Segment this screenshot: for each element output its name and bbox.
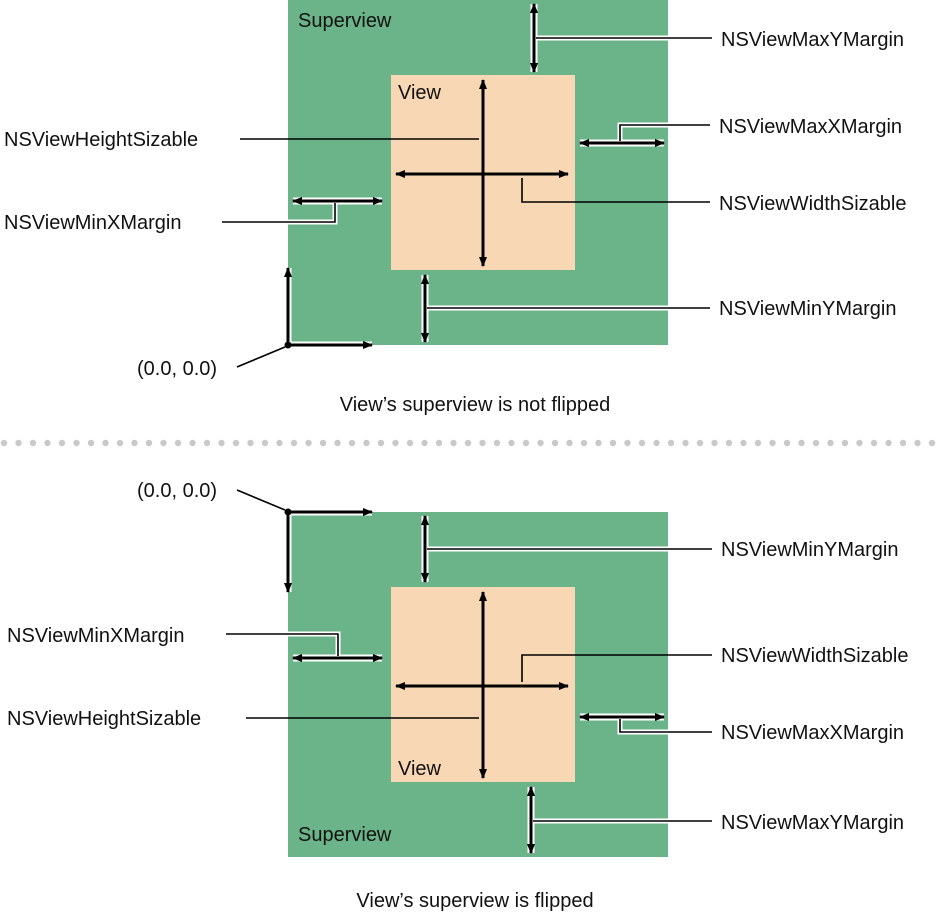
dotted-separator	[0, 439, 936, 447]
bottom-width-sizable-leader	[521, 654, 712, 682]
separator-dot	[827, 439, 834, 447]
bottom-max-x-margin-label: NSViewMaxXMargin	[721, 722, 904, 744]
separator-dot	[711, 439, 718, 447]
top-view-label: View	[398, 82, 442, 104]
bottom-origin-label: (0.0, 0.0)	[137, 480, 217, 502]
separator-dot	[696, 439, 704, 447]
bottom-caption: View’s superview is flipped	[356, 890, 593, 912]
separator-dot	[58, 439, 66, 447]
top-width-sizable-leader	[521, 178, 710, 203]
top-min-y-margin-label: NSViewMinYMargin	[719, 298, 896, 320]
top-max-y-margin-label: NSViewMaxYMargin	[721, 29, 904, 51]
top-height-sizable-label: NSViewHeightSizable	[4, 129, 198, 151]
separator-dot	[682, 439, 689, 447]
separator-dot	[334, 439, 341, 447]
separator-dot	[450, 439, 457, 447]
separator-dot	[899, 439, 907, 447]
separator-dot	[667, 439, 675, 447]
separator-dot	[725, 439, 733, 447]
separator-dot	[319, 439, 327, 447]
separator-dot	[421, 439, 428, 447]
top-superview-label: Superview	[298, 10, 392, 32]
separator-dot	[638, 439, 646, 447]
top-panel: Superview View NSViewMaxYMargin NSViewMa…	[4, 0, 907, 416]
bottom-height-sizable-label: NSViewHeightSizable	[7, 708, 201, 730]
separator-dot	[493, 439, 501, 447]
separator-dot	[609, 439, 617, 447]
bottom-min-x-margin-leader	[226, 633, 339, 656]
separator-dot	[595, 439, 602, 447]
top-max-x-margin-leader	[619, 124, 710, 141]
separator-dot	[769, 439, 776, 447]
separator-dot	[348, 439, 356, 447]
bottom-min-x-margin-label: NSViewMinXMargin	[7, 625, 184, 647]
separator-dot	[247, 439, 254, 447]
separator-dot	[363, 439, 370, 447]
top-min-x-margin-label: NSViewMinXMargin	[4, 212, 181, 234]
separator-dot	[798, 439, 805, 447]
bottom-max-x-margin-leader	[619, 719, 712, 733]
separator-dot	[435, 439, 443, 447]
bottom-max-y-margin-label: NSViewMaxYMargin	[721, 812, 904, 834]
separator-dot	[653, 439, 660, 447]
separator-dot	[551, 439, 559, 447]
separator-dot	[856, 439, 863, 447]
separator-dot	[464, 439, 472, 447]
separator-dot	[870, 439, 878, 447]
separator-dot	[102, 439, 109, 447]
bottom-superview-label: Superview	[298, 824, 392, 846]
separator-dot	[508, 439, 515, 447]
separator-dot	[914, 439, 921, 447]
separator-dot	[812, 439, 820, 447]
top-caption: View’s superview is not flipped	[340, 394, 611, 416]
separator-dot	[0, 439, 8, 447]
separator-dot	[276, 439, 283, 447]
top-origin-dot	[284, 341, 292, 349]
separator-dot	[841, 439, 849, 447]
bottom-min-y-margin-label: NSViewMinYMargin	[721, 539, 898, 561]
separator-dot	[566, 439, 573, 447]
separator-dot	[885, 439, 892, 447]
bottom-panel: View Superview (0.0, 0.0) NSViewMinYMarg…	[7, 480, 909, 912]
separator-dot	[29, 439, 37, 447]
separator-dot	[580, 439, 588, 447]
separator-dot	[928, 439, 936, 447]
separator-dot	[189, 439, 196, 447]
separator-dot	[537, 439, 544, 447]
separator-dot	[44, 439, 51, 447]
bottom-origin-leader	[236, 489, 286, 511]
separator-dot	[73, 439, 80, 447]
top-origin-label: (0.0, 0.0)	[137, 358, 217, 380]
top-width-sizable-label: NSViewWidthSizable	[719, 193, 907, 215]
top-max-x-margin-label: NSViewMaxXMargin	[719, 116, 902, 138]
separator-dot	[624, 439, 631, 447]
top-min-x-margin-leader	[222, 203, 336, 223]
separator-dot	[131, 439, 138, 447]
separator-dot	[232, 439, 240, 447]
separator-dot	[479, 439, 486, 447]
separator-dot	[740, 439, 747, 447]
separator-dot	[305, 439, 312, 447]
separator-dot	[116, 439, 124, 447]
separator-dot	[145, 439, 153, 447]
bottom-view-label: View	[398, 758, 442, 780]
bottom-width-sizable-label: NSViewWidthSizable	[721, 645, 909, 667]
separator-dot	[261, 439, 269, 447]
separator-dot	[783, 439, 791, 447]
separator-dot	[392, 439, 399, 447]
separator-dot	[754, 439, 762, 447]
bottom-origin-dot	[284, 508, 292, 516]
separator-dot	[290, 439, 298, 447]
separator-dot	[406, 439, 414, 447]
separator-dot	[160, 439, 167, 447]
separator-dot	[15, 439, 22, 447]
separator-dot	[218, 439, 225, 447]
separator-dot	[377, 439, 385, 447]
top-origin-leader	[236, 346, 286, 368]
separator-dot	[522, 439, 530, 447]
separator-dot	[203, 439, 211, 447]
separator-dot	[87, 439, 95, 447]
separator-dot	[174, 439, 182, 447]
